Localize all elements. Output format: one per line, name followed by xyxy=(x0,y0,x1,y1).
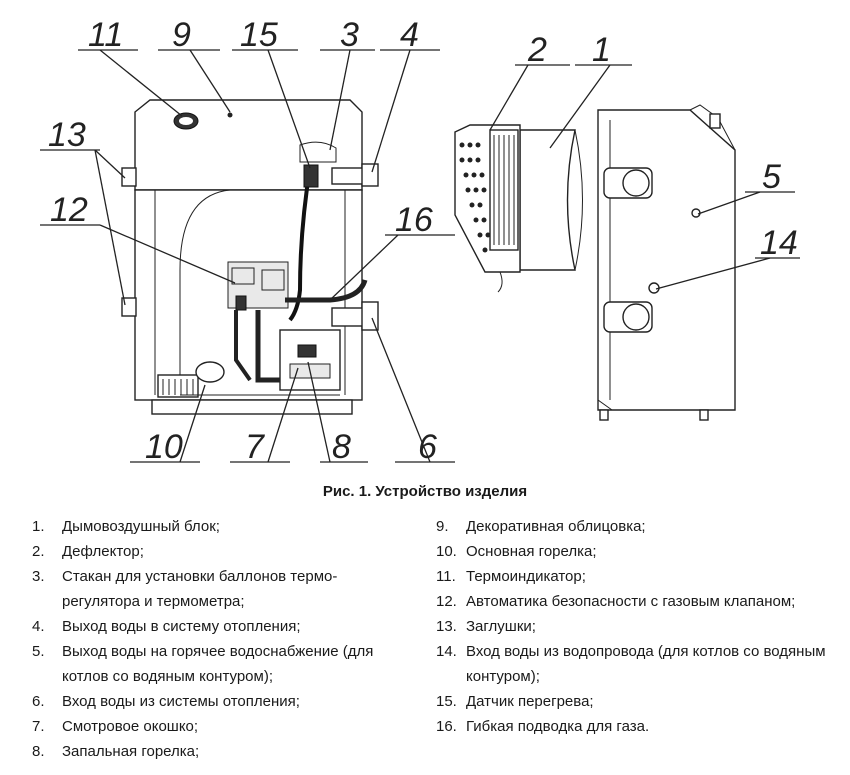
legend-item: 15. Датчик перегрева; xyxy=(436,689,826,714)
label-7: 7 xyxy=(245,428,265,466)
legend-item: 9. Декоративная облицовка; xyxy=(436,514,826,539)
front-view xyxy=(121,99,379,415)
legend-text: Основная горелка; xyxy=(466,543,597,560)
legend-text: Смотровое окошко; xyxy=(62,718,199,735)
legend-text: Автоматика безопасности с газовым клапан… xyxy=(466,593,796,610)
legend-item: 2. Дефлектор; xyxy=(32,539,412,564)
label-12: 12 xyxy=(50,191,88,229)
label-3: 3 xyxy=(340,16,359,54)
legend-item: 12. Автоматика безопасности с газовым кла… xyxy=(436,589,826,614)
legend-number: 10. xyxy=(436,543,457,560)
label-4: 4 xyxy=(400,16,419,54)
legend-item: 11. Термоиндикатор; xyxy=(436,564,826,589)
legend-text: Выход воды в систему отопления; xyxy=(62,618,301,635)
legend-number: 4. xyxy=(32,618,45,635)
legend-number: 6. xyxy=(32,693,45,710)
legend-item: 16. Гибкая подводка для газа. xyxy=(436,714,826,739)
legend-left-column: 1. Дымовоздушный блок; 2. Дефлектор; 3. Ста… xyxy=(32,514,412,764)
label-16: 16 xyxy=(395,201,433,239)
label-9: 9 xyxy=(172,16,191,54)
legend-text: Выход воды на горячее водоснабжение (для… xyxy=(62,643,374,685)
legend-item: 5. Выход воды на горячее водоснабжение (д… xyxy=(32,639,412,689)
label-5: 5 xyxy=(762,158,781,196)
label-10: 10 xyxy=(145,428,183,466)
legend-text: Термоиндикатор; xyxy=(466,568,586,585)
legend-number: 5. xyxy=(32,643,45,660)
legend-text: Вход воды из водопровода (для котлов со … xyxy=(466,643,826,685)
legend-number: 3. xyxy=(32,568,45,585)
legend-text: Декоративная облицовка; xyxy=(466,518,646,535)
legend-text: Датчик перегрева; xyxy=(466,693,594,710)
legend-item: 4. Выход воды в систему отопления; xyxy=(32,614,412,639)
legend-right-column: 9. Декоративная облицовка; 10. Основная го… xyxy=(436,514,826,739)
figure-caption: Рис. 1. Устройство изделия xyxy=(322,483,528,500)
legend-item: 7. Смотровое окошко; xyxy=(32,714,412,739)
boiler-diagram: 11 9 15 3 4 13 12 16 10 7 8 6 2 1 5 14 xyxy=(40,16,800,466)
legend-number: 15. xyxy=(436,693,457,710)
legend-item: 6. Вход воды из системы отопления; xyxy=(32,689,412,714)
legend-text: Стакан для установки баллонов термо-регу… xyxy=(62,568,338,610)
label-2: 2 xyxy=(527,31,547,69)
legend-number: 12. xyxy=(436,593,457,610)
legend-item: 1. Дымовоздушный блок; xyxy=(32,514,412,539)
legend-number: 2. xyxy=(32,543,45,560)
leader-lines xyxy=(40,49,800,463)
callout-labels: 11 9 15 3 4 13 12 16 10 7 8 6 2 1 5 14 xyxy=(48,16,798,466)
legend-item: 3. Стакан для установки баллонов термо-ре… xyxy=(32,564,412,614)
label-1: 1 xyxy=(592,31,611,69)
legend-item: 10. Основная горелка; xyxy=(436,539,826,564)
legend-number: 14. xyxy=(436,643,457,660)
legend-number: 11. xyxy=(436,568,456,585)
label-11: 11 xyxy=(88,16,123,54)
legend-number: 1. xyxy=(32,518,45,535)
legend-text: Заглушки; xyxy=(466,618,536,635)
legend-text: Вход воды из системы отопления; xyxy=(62,693,300,710)
side-view xyxy=(454,104,736,421)
label-8: 8 xyxy=(332,428,351,466)
label-14: 14 xyxy=(760,224,798,262)
legend-number: 13. xyxy=(436,618,457,635)
legend-item: 13. Заглушки; xyxy=(436,614,826,639)
label-6: 6 xyxy=(418,428,437,466)
legend-number: 8. xyxy=(32,743,45,760)
legend-text: Запальная горелка; xyxy=(62,743,200,760)
legend-number: 16. xyxy=(436,718,457,735)
label-15: 15 xyxy=(240,16,278,54)
legend-item: 8. Запальная горелка; xyxy=(32,739,412,764)
legend-text: Гибкая подводка для газа. xyxy=(466,718,650,735)
legend-item: 14. Вход воды из водопровода (для котлов … xyxy=(436,639,826,689)
legend-text: Дымовоздушный блок; xyxy=(62,518,220,535)
label-13: 13 xyxy=(48,116,86,154)
legend-number: 9. xyxy=(436,518,449,535)
legend-number: 7. xyxy=(32,718,45,735)
legend-text: Дефлектор; xyxy=(62,543,144,560)
